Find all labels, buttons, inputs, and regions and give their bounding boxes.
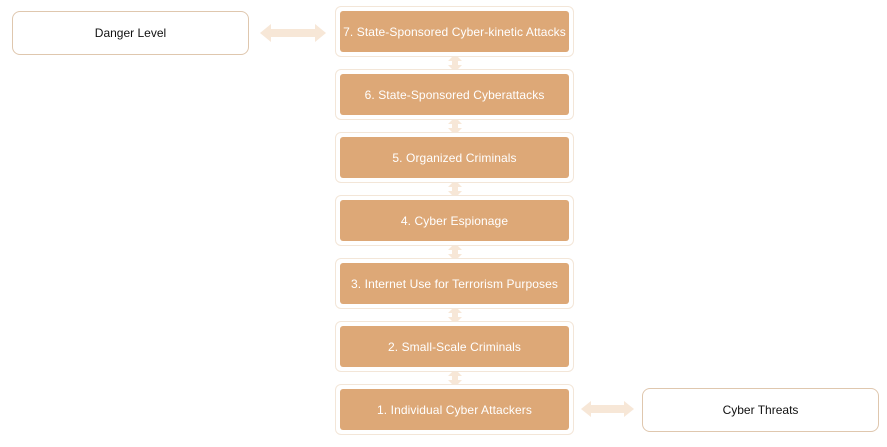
double-arrow-top-icon [260,24,326,42]
level-4-box: 4. Cyber Espionage [340,200,569,241]
level-6-box: 6. State-Sponsored Cyberattacks [340,74,569,115]
cyber-threats-box: Cyber Threats [642,388,879,432]
level-5-box: 5. Organized Criminals [340,137,569,178]
level-4-frame: 4. Cyber Espionage [335,195,574,246]
level-7-frame: 7. State-Sponsored Cyber-kinetic Attacks [335,6,574,57]
danger-level-box: Danger Level [12,11,249,55]
level-2-frame: 2. Small-Scale Criminals [335,321,574,372]
level-6-frame: 6. State-Sponsored Cyberattacks [335,69,574,120]
level-3-frame: 3. Internet Use for Terrorism Purposes [335,258,574,309]
double-arrow-bottom-icon [581,401,634,417]
level-2-box: 2. Small-Scale Criminals [340,326,569,367]
level-1-frame: 1. Individual Cyber Attackers [335,384,574,435]
level-1-box: 1. Individual Cyber Attackers [340,389,569,430]
level-5-frame: 5. Organized Criminals [335,132,574,183]
level-3-box: 3. Internet Use for Terrorism Purposes [340,263,569,304]
level-7-box: 7. State-Sponsored Cyber-kinetic Attacks [340,11,569,52]
